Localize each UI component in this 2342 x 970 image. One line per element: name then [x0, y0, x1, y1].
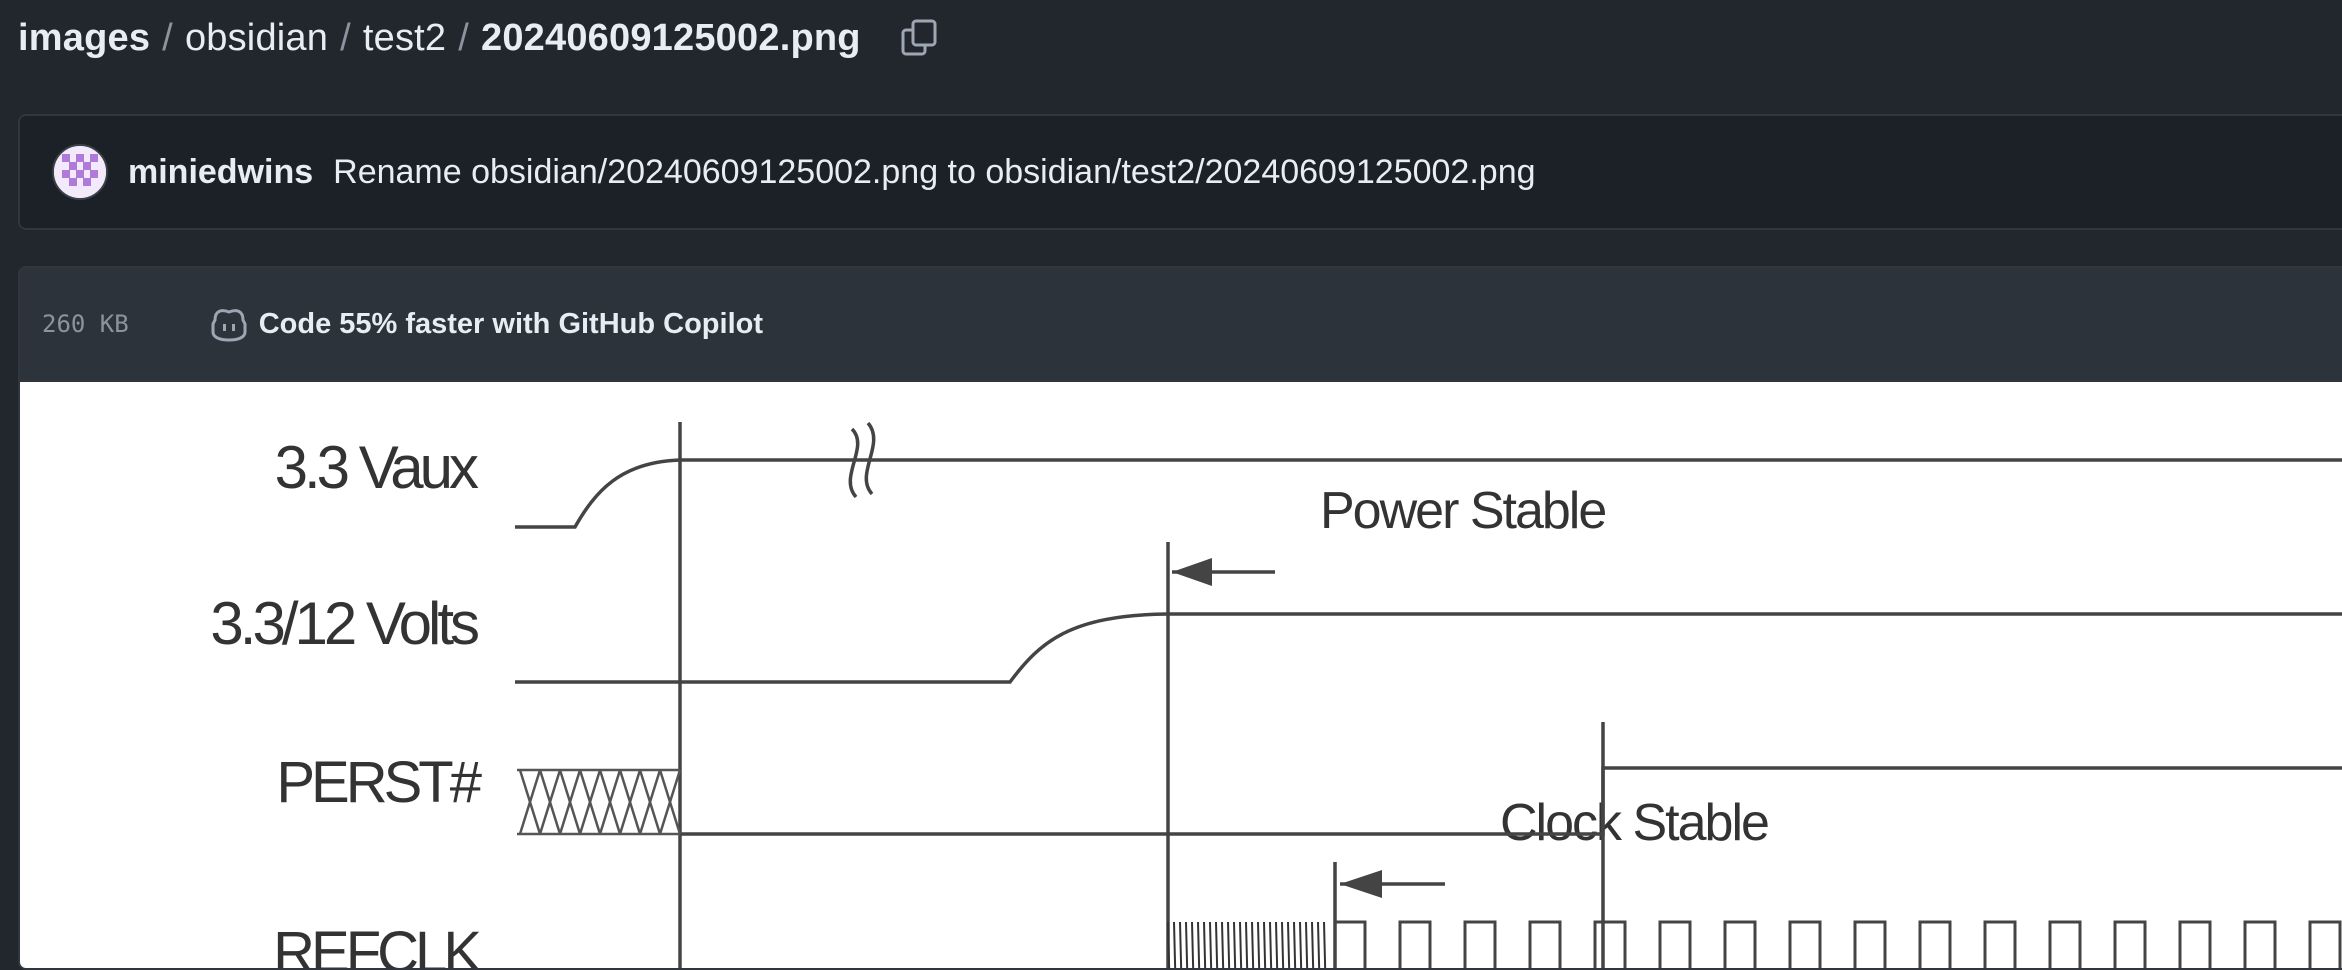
- signal-label-refclk: REFCLK: [273, 920, 482, 970]
- signal-label-volts: 3.3/12 Volts: [210, 590, 478, 657]
- signal-label-perst: PERST#: [276, 750, 481, 815]
- breadcrumb-link-obsidian[interactable]: obsidian: [184, 16, 329, 59]
- image-preview: 3.3 Vaux 3.3/12 Volts PERST# REFCLK Powe…: [20, 382, 2342, 970]
- signal-label-vaux: 3.3 Vaux: [275, 434, 479, 501]
- identicon-avatar: [54, 146, 106, 198]
- annotation-clock-stable: Clock Stable: [1500, 794, 1768, 852]
- breadcrumb-separator: /: [340, 16, 351, 59]
- breadcrumb-current-file: 20240609125002.png: [481, 16, 861, 59]
- breadcrumb: images / obsidian / test2 / 202406091250…: [18, 10, 941, 66]
- copy-path-button[interactable]: [897, 16, 941, 60]
- commit-author-link[interactable]: miniedwins: [128, 152, 314, 191]
- file-size: 260 KB: [42, 310, 129, 338]
- breadcrumb-link-test2[interactable]: test2: [362, 16, 447, 59]
- copilot-icon: [211, 309, 247, 342]
- avatar[interactable]: [52, 144, 108, 200]
- latest-commit-bar: miniedwins Rename obsidian/2024060912500…: [18, 114, 2342, 230]
- file-viewer: 260 KB Code 55% faster with GitHub Copil…: [18, 266, 2342, 970]
- copy-icon: [901, 19, 937, 56]
- copilot-promo-link[interactable]: Code 55% faster with GitHub Copilot: [209, 306, 763, 342]
- breadcrumb-root-link[interactable]: images: [18, 16, 151, 59]
- timing-diagram-image: 3.3 Vaux 3.3/12 Volts PERST# REFCLK Powe…: [210, 421, 2342, 970]
- commit-message-link[interactable]: Rename obsidian/20240609125002.png to ob…: [333, 152, 1536, 191]
- annotation-power-stable: Power Stable: [1320, 482, 1605, 540]
- breadcrumb-separator: /: [162, 16, 173, 59]
- breadcrumb-separator: /: [458, 16, 470, 59]
- file-header: 260 KB Code 55% faster with GitHub Copil…: [20, 268, 2342, 382]
- copilot-promo-text: Code 55% faster with GitHub Copilot: [258, 307, 764, 340]
